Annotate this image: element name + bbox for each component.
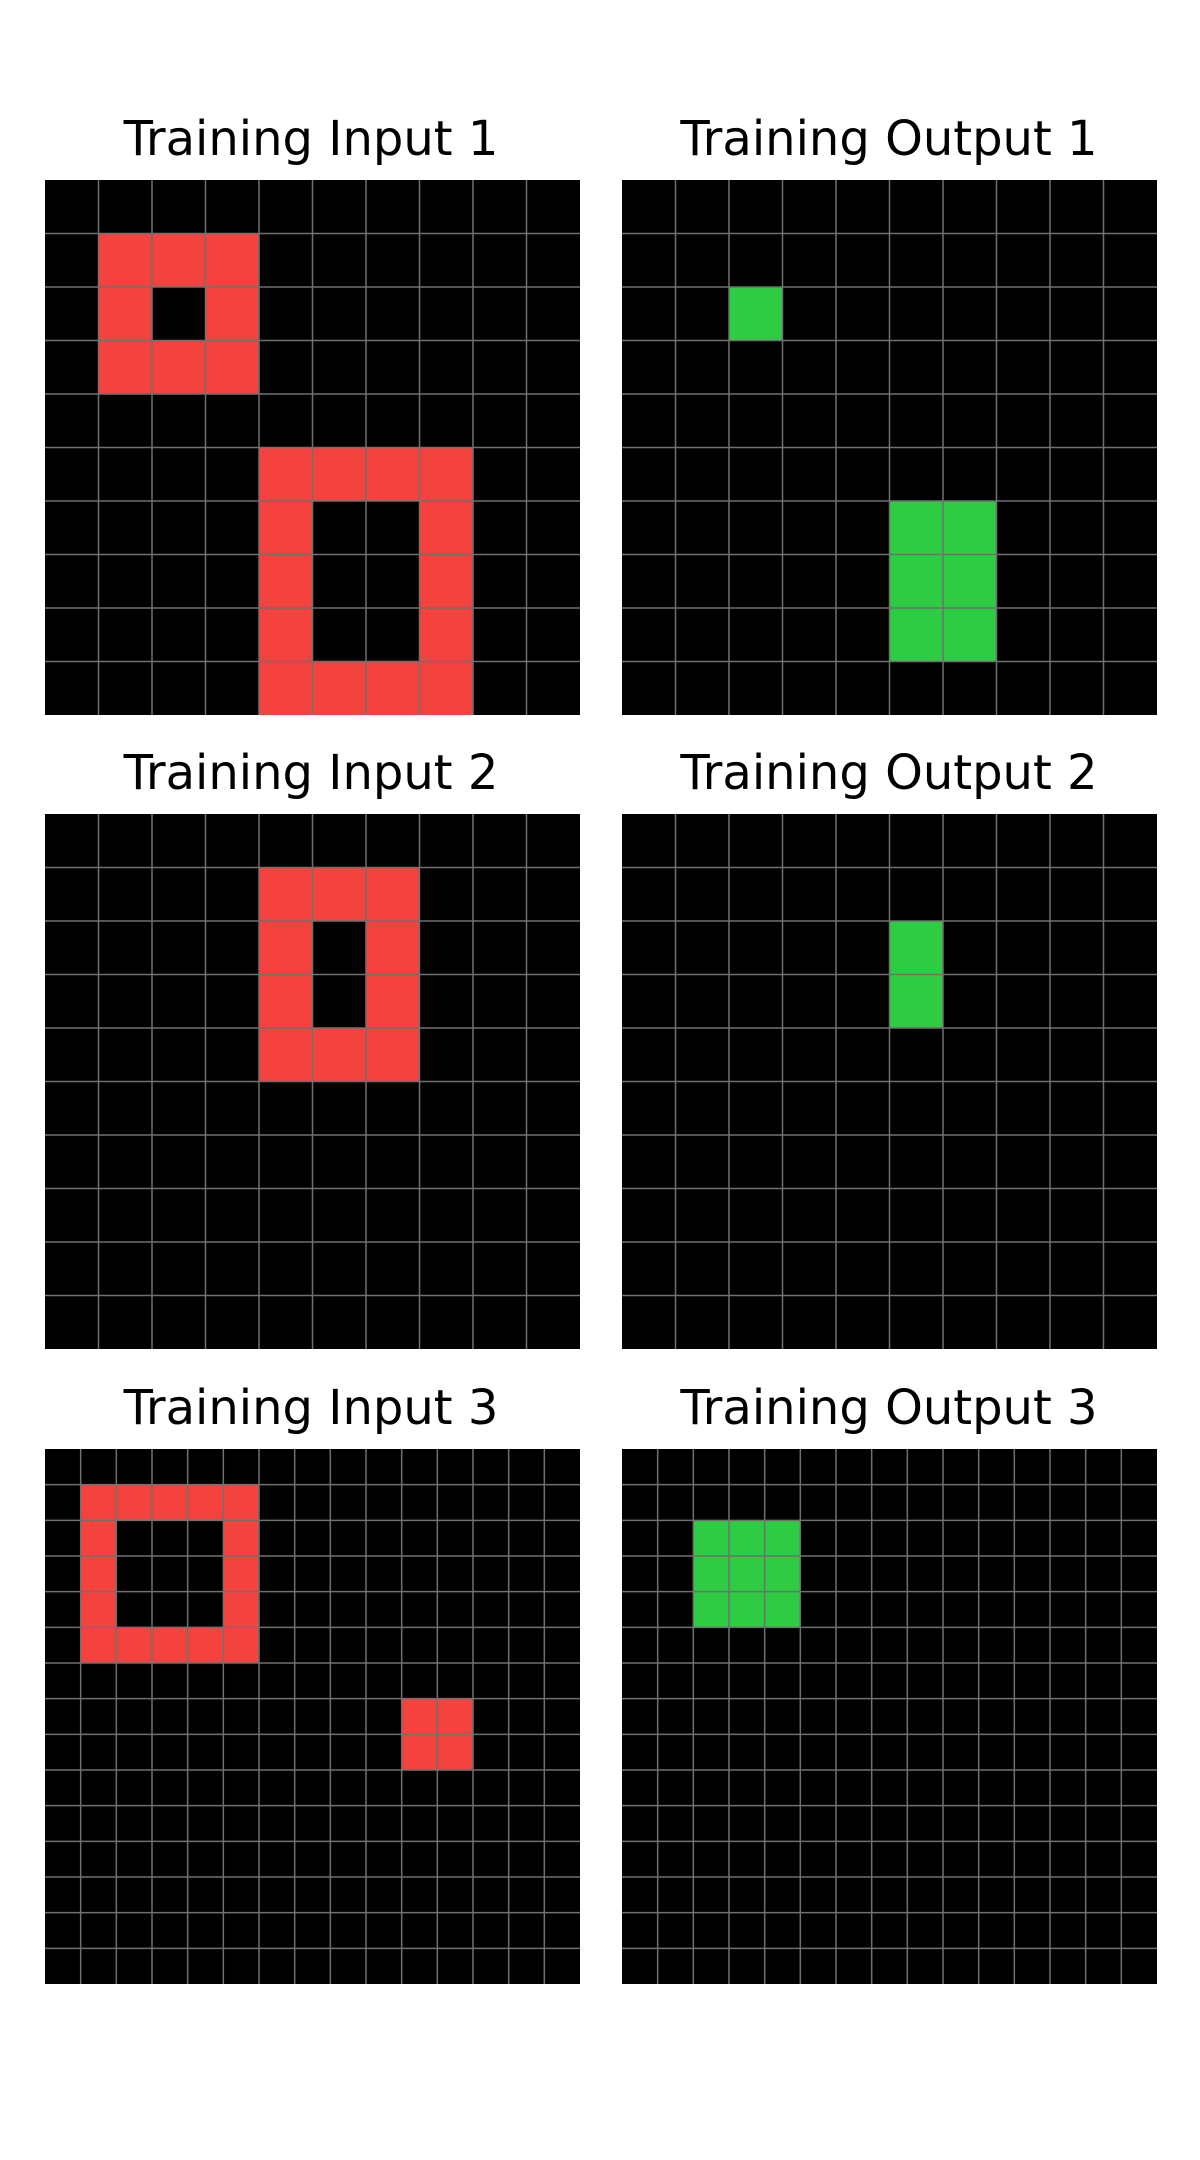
red-cell bbox=[419, 608, 473, 662]
red-cell bbox=[259, 867, 313, 921]
red-cell bbox=[366, 1028, 420, 1082]
red-cell bbox=[366, 921, 420, 975]
red-cell bbox=[80, 1520, 117, 1556]
red-cell bbox=[259, 501, 313, 555]
red-cell bbox=[152, 340, 206, 394]
red-cell bbox=[116, 1627, 152, 1663]
green-cell bbox=[889, 501, 943, 555]
green-cell bbox=[889, 608, 943, 662]
red-cell bbox=[419, 447, 473, 501]
green-cell bbox=[729, 1556, 765, 1592]
red-cell bbox=[419, 661, 473, 715]
grid-training-input-3 bbox=[45, 1449, 580, 1984]
green-cell bbox=[693, 1520, 729, 1556]
red-cell bbox=[259, 447, 313, 501]
red-cell bbox=[312, 867, 366, 921]
red-cell bbox=[223, 1556, 259, 1592]
red-cell bbox=[312, 447, 366, 501]
grid-training-output-3 bbox=[622, 1449, 1157, 1984]
red-cell bbox=[80, 1591, 117, 1628]
green-cell bbox=[729, 1591, 765, 1628]
red-cell bbox=[98, 340, 152, 394]
grid-training-input-1 bbox=[45, 180, 580, 715]
red-cell bbox=[205, 233, 259, 287]
green-cell bbox=[693, 1591, 729, 1628]
red-cell bbox=[437, 1698, 473, 1735]
red-cell bbox=[419, 554, 473, 608]
green-cell bbox=[889, 554, 943, 608]
panel-title-training-output-2: Training Output 2 bbox=[680, 745, 1098, 801]
grid-training-output-1 bbox=[622, 180, 1157, 715]
red-cell bbox=[223, 1627, 259, 1663]
panel-title-training-input-2: Training Input 2 bbox=[123, 745, 499, 801]
red-cell bbox=[259, 661, 313, 715]
red-cell bbox=[223, 1591, 259, 1628]
red-cell bbox=[187, 1484, 224, 1521]
panel-title-training-input-1: Training Input 1 bbox=[123, 111, 499, 167]
red-cell bbox=[259, 608, 313, 662]
green-cell bbox=[943, 501, 997, 555]
red-cell bbox=[419, 501, 473, 555]
panel-title-training-output-3: Training Output 3 bbox=[680, 1380, 1098, 1436]
red-cell bbox=[312, 661, 366, 715]
grid-background bbox=[45, 1449, 580, 1984]
red-cell bbox=[205, 287, 259, 341]
panel-title-training-input-3: Training Input 3 bbox=[123, 1380, 499, 1436]
grid-training-input-2 bbox=[45, 814, 580, 1349]
red-cell bbox=[152, 233, 206, 287]
red-cell bbox=[98, 233, 152, 287]
red-cell bbox=[259, 974, 313, 1028]
green-cell bbox=[693, 1556, 729, 1592]
green-cell bbox=[889, 974, 943, 1028]
red-cell bbox=[312, 1028, 366, 1082]
green-cell bbox=[729, 1520, 765, 1556]
red-cell bbox=[366, 867, 420, 921]
red-cell bbox=[437, 1734, 473, 1770]
red-cell bbox=[401, 1734, 438, 1770]
red-cell bbox=[223, 1520, 259, 1556]
red-cell bbox=[98, 287, 152, 341]
green-cell bbox=[943, 554, 997, 608]
red-cell bbox=[259, 1028, 313, 1082]
red-cell bbox=[80, 1627, 117, 1663]
red-cell bbox=[152, 1484, 188, 1521]
red-cell bbox=[152, 1627, 188, 1663]
red-cell bbox=[401, 1698, 438, 1735]
green-cell bbox=[764, 1591, 801, 1628]
green-cell bbox=[764, 1520, 801, 1556]
green-cell bbox=[729, 287, 783, 341]
green-cell bbox=[943, 608, 997, 662]
red-cell bbox=[366, 974, 420, 1028]
panel-title-training-output-1: Training Output 1 bbox=[680, 111, 1098, 167]
red-cell bbox=[223, 1484, 259, 1521]
red-cell bbox=[80, 1556, 117, 1592]
red-cell bbox=[116, 1484, 152, 1521]
red-cell bbox=[187, 1627, 224, 1663]
red-cell bbox=[205, 340, 259, 394]
red-cell bbox=[259, 554, 313, 608]
grid-training-output-2 bbox=[622, 814, 1157, 1349]
green-cell bbox=[764, 1556, 801, 1592]
red-cell bbox=[366, 661, 420, 715]
red-cell bbox=[80, 1484, 117, 1521]
green-cell bbox=[889, 921, 943, 975]
red-cell bbox=[259, 921, 313, 975]
red-cell bbox=[366, 447, 420, 501]
